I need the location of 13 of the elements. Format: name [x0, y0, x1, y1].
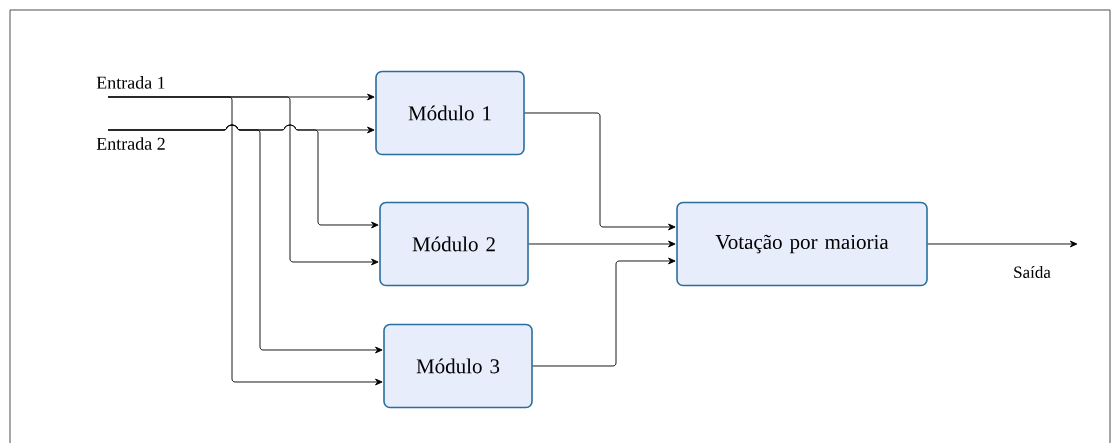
module-box: Módulo 2: [379, 201, 529, 287]
module-box: Módulo 1: [375, 70, 525, 156]
arrow: [107, 124, 383, 354]
edge-label: Saída: [1012, 265, 1052, 279]
module-box: Módulo 3: [383, 323, 533, 409]
arrow: [532, 257, 676, 367]
arrow: [528, 240, 676, 248]
arrow: [524, 112, 676, 231]
voter-box: Votação por maioria: [676, 201, 928, 287]
arrow: [927, 240, 1078, 248]
input-label: Entrada 1: [96, 76, 165, 89]
input-label: Entrada 2: [96, 137, 165, 150]
arrow: [107, 96, 383, 386]
